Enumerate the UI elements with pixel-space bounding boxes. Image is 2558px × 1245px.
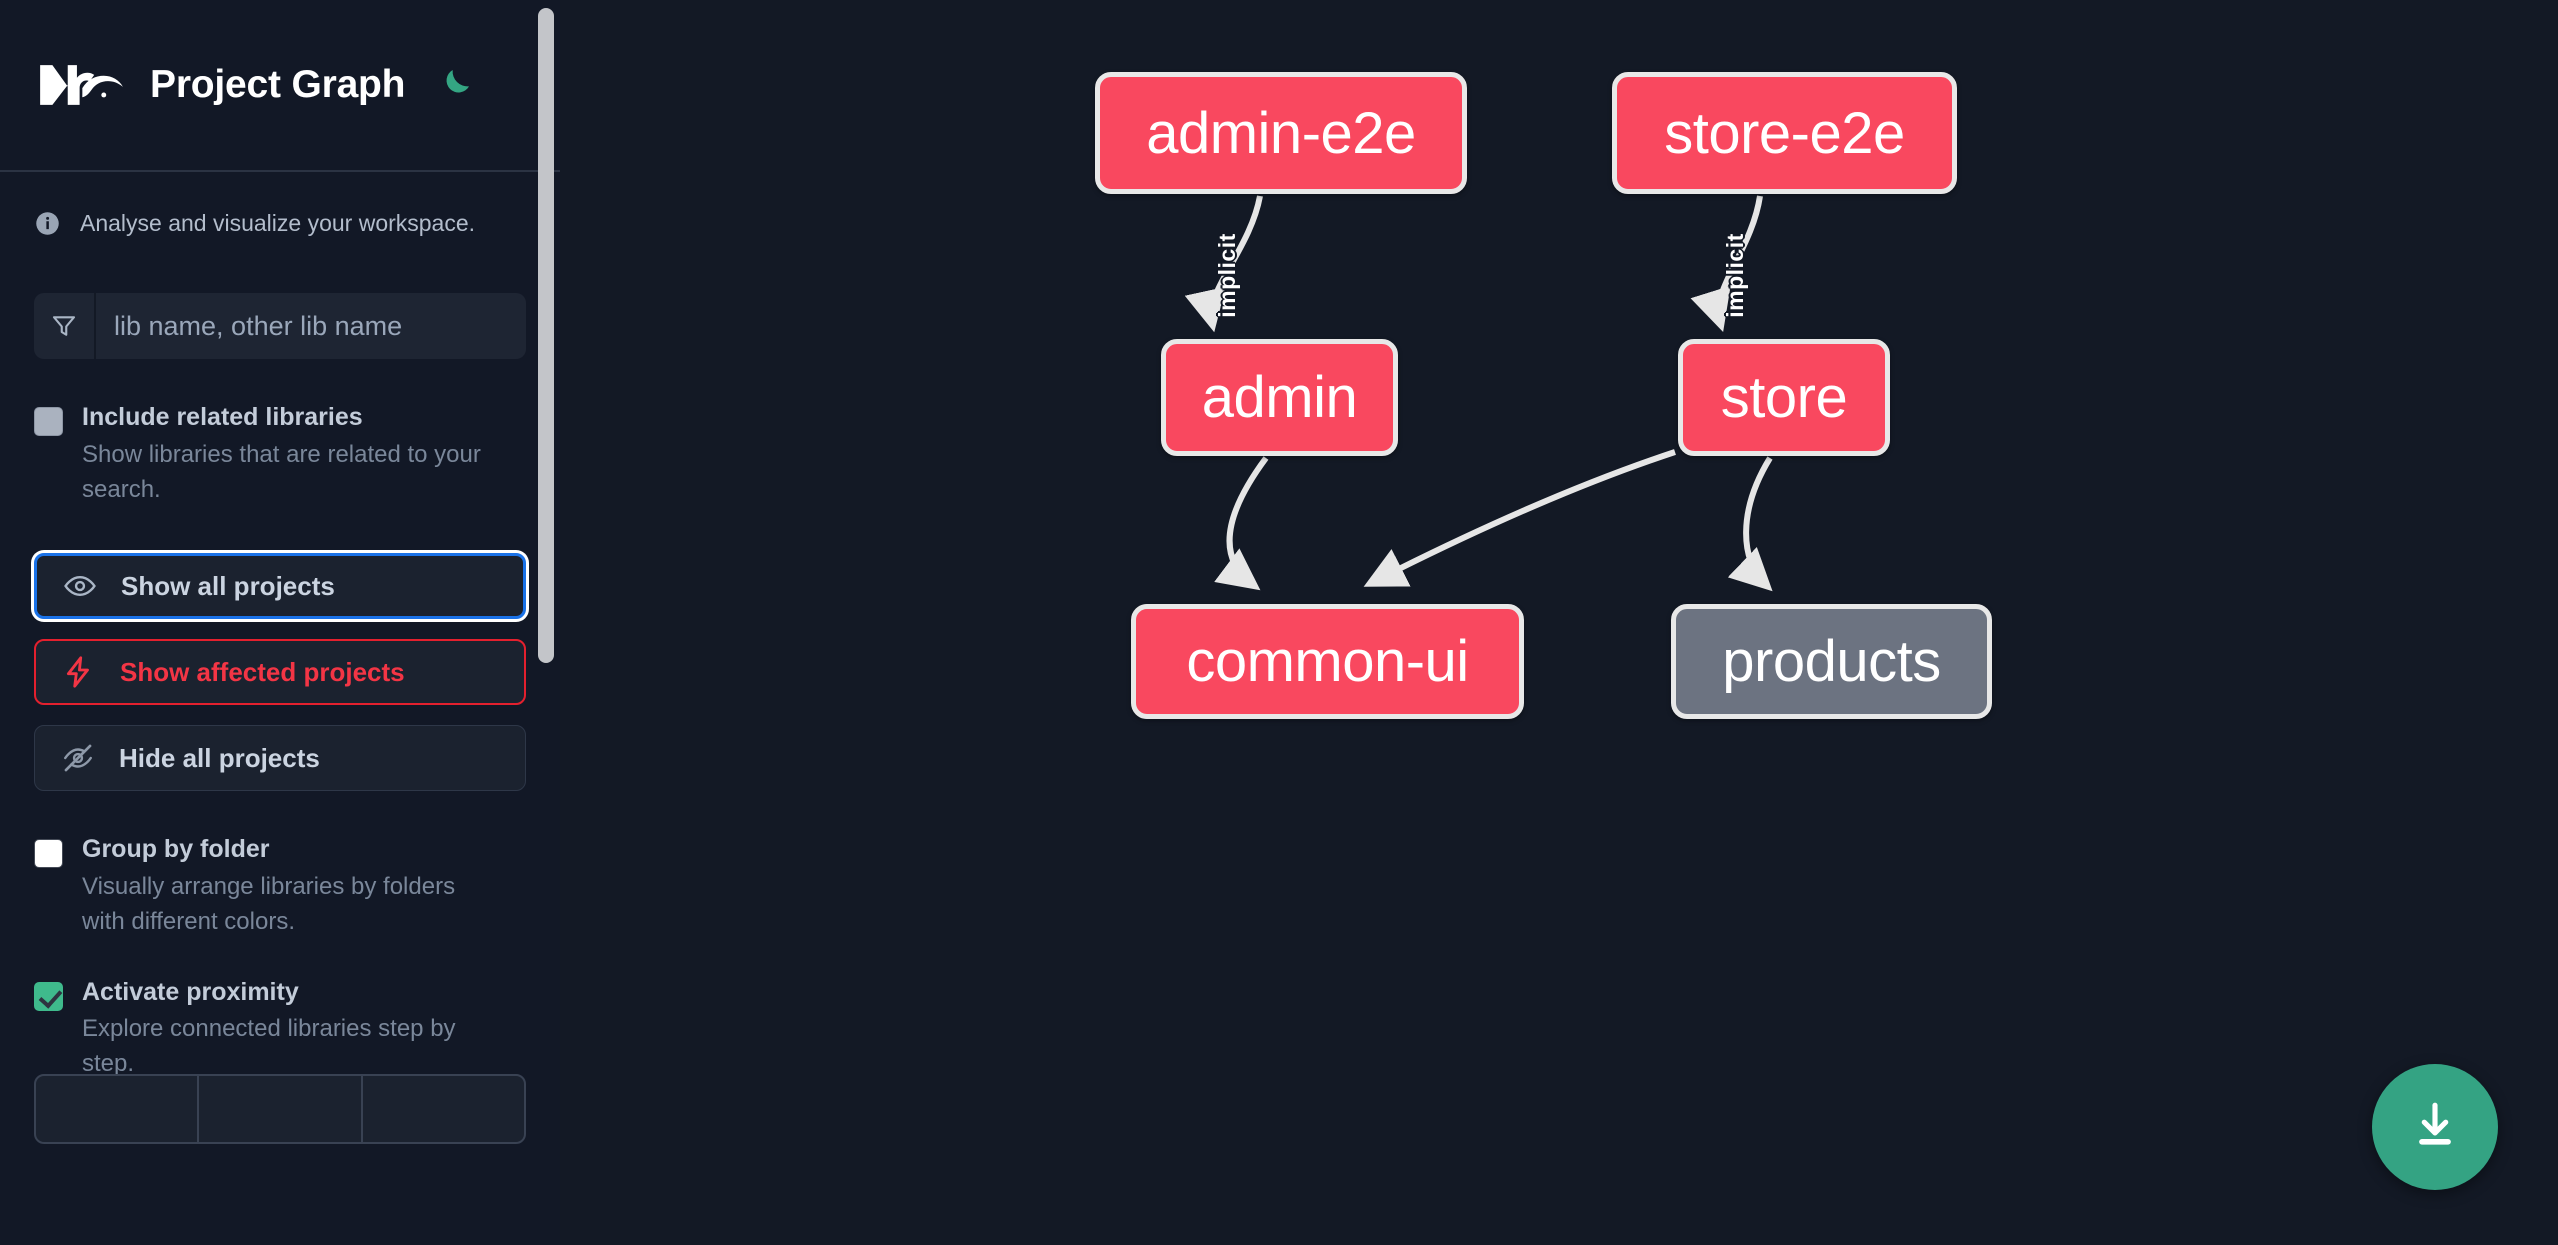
sidebar: Project Graph Analyse and visualize your… xyxy=(0,0,560,1245)
button-label: Hide all projects xyxy=(119,742,320,773)
edge-store-to-common-ui xyxy=(1363,449,1676,587)
option-title: Include related libraries xyxy=(82,403,363,431)
graph-node-store[interactable]: store xyxy=(1678,339,1890,456)
group-by-folder-checkbox[interactable] xyxy=(34,839,63,869)
sidebar-scrollbar-thumb[interactable] xyxy=(538,8,554,663)
node-label: admin xyxy=(1201,365,1358,430)
segment-option-3[interactable] xyxy=(363,1076,524,1142)
project-visibility-buttons: Show all projects Show affected projects xyxy=(34,553,526,792)
option-text-group: Group by folder Visually arrange librari… xyxy=(82,833,502,939)
download-icon xyxy=(2407,1097,2463,1158)
lightning-icon xyxy=(62,655,96,689)
graph-edges xyxy=(1184,195,1773,592)
graph-node-store-e2e[interactable]: store-e2e xyxy=(1612,72,1957,194)
option-group-by-folder[interactable]: Group by folder Visually arrange librari… xyxy=(34,833,526,939)
edge-admin-to-common-ui xyxy=(1214,456,1269,591)
analyse-info-row: Analyse and visualize your workspace. xyxy=(34,172,526,243)
segment-option-1[interactable] xyxy=(36,1076,200,1143)
eye-icon xyxy=(63,569,97,603)
nx-logo-icon xyxy=(34,56,126,114)
graph-canvas[interactable]: admin-e2e store-e2e admin store common-u… xyxy=(560,0,2558,1245)
button-label: Show affected projects xyxy=(120,656,405,687)
include-related-libraries-checkbox[interactable] xyxy=(34,407,63,436)
option-activate-proximity[interactable]: Activate proximity Explore connected lib… xyxy=(34,976,526,1082)
edge-admin-e2e-to-admin xyxy=(1184,195,1263,333)
segment-option-2[interactable] xyxy=(199,1076,363,1143)
option-title: Activate proximity xyxy=(82,977,299,1006)
graph-node-admin[interactable]: admin xyxy=(1161,339,1398,456)
option-description: Explore connected libraries step by step… xyxy=(82,1015,456,1078)
info-icon xyxy=(34,210,61,237)
sidebar-scrollbar[interactable] xyxy=(538,6,554,1239)
proximity-segmented-control[interactable] xyxy=(34,1074,526,1145)
hide-all-projects-button[interactable]: Hide all projects xyxy=(34,725,526,792)
node-label: store xyxy=(1720,365,1848,430)
moon-icon[interactable] xyxy=(433,64,475,106)
option-text-group: Include related libraries Show libraries… xyxy=(82,401,502,507)
graph-node-common-ui[interactable]: common-ui xyxy=(1131,604,1524,719)
edge-store-e2e-to-store xyxy=(1690,195,1763,333)
show-affected-projects-button[interactable]: Show affected projects xyxy=(34,639,526,706)
activate-proximity-checkbox[interactable] xyxy=(34,981,63,1011)
analyse-info-text: Analyse and visualize your workspace. xyxy=(80,210,476,236)
button-label: Show all projects xyxy=(121,570,335,601)
option-description: Show libraries that are related to your … xyxy=(82,440,481,503)
sidebar-header: Project Graph xyxy=(0,0,560,172)
filter-search-box[interactable] xyxy=(34,293,526,359)
funnel-filter-icon xyxy=(34,293,96,359)
graph-node-admin-e2e[interactable]: admin-e2e xyxy=(1095,72,1467,194)
node-label: common-ui xyxy=(1186,629,1469,694)
search-input[interactable] xyxy=(96,293,526,359)
node-label: store-e2e xyxy=(1664,100,1905,166)
sidebar-body: Analyse and visualize your workspace. In… xyxy=(0,172,560,1145)
node-label: products xyxy=(1722,629,1941,694)
option-text-group: Activate proximity Explore connected lib… xyxy=(82,976,502,1082)
page-title: Project Graph xyxy=(150,63,406,106)
edge-store-to-products xyxy=(1727,456,1773,592)
eye-off-icon xyxy=(61,741,95,775)
option-title: Group by folder xyxy=(82,835,270,864)
download-button[interactable] xyxy=(2372,1064,2498,1190)
option-include-related-libraries[interactable]: Include related libraries Show libraries… xyxy=(34,401,526,507)
graph-node-products[interactable]: products xyxy=(1671,604,1992,719)
node-label: admin-e2e xyxy=(1146,100,1416,166)
option-description: Visually arrange libraries by folders wi… xyxy=(82,873,456,935)
show-all-projects-button[interactable]: Show all projects xyxy=(34,553,526,620)
